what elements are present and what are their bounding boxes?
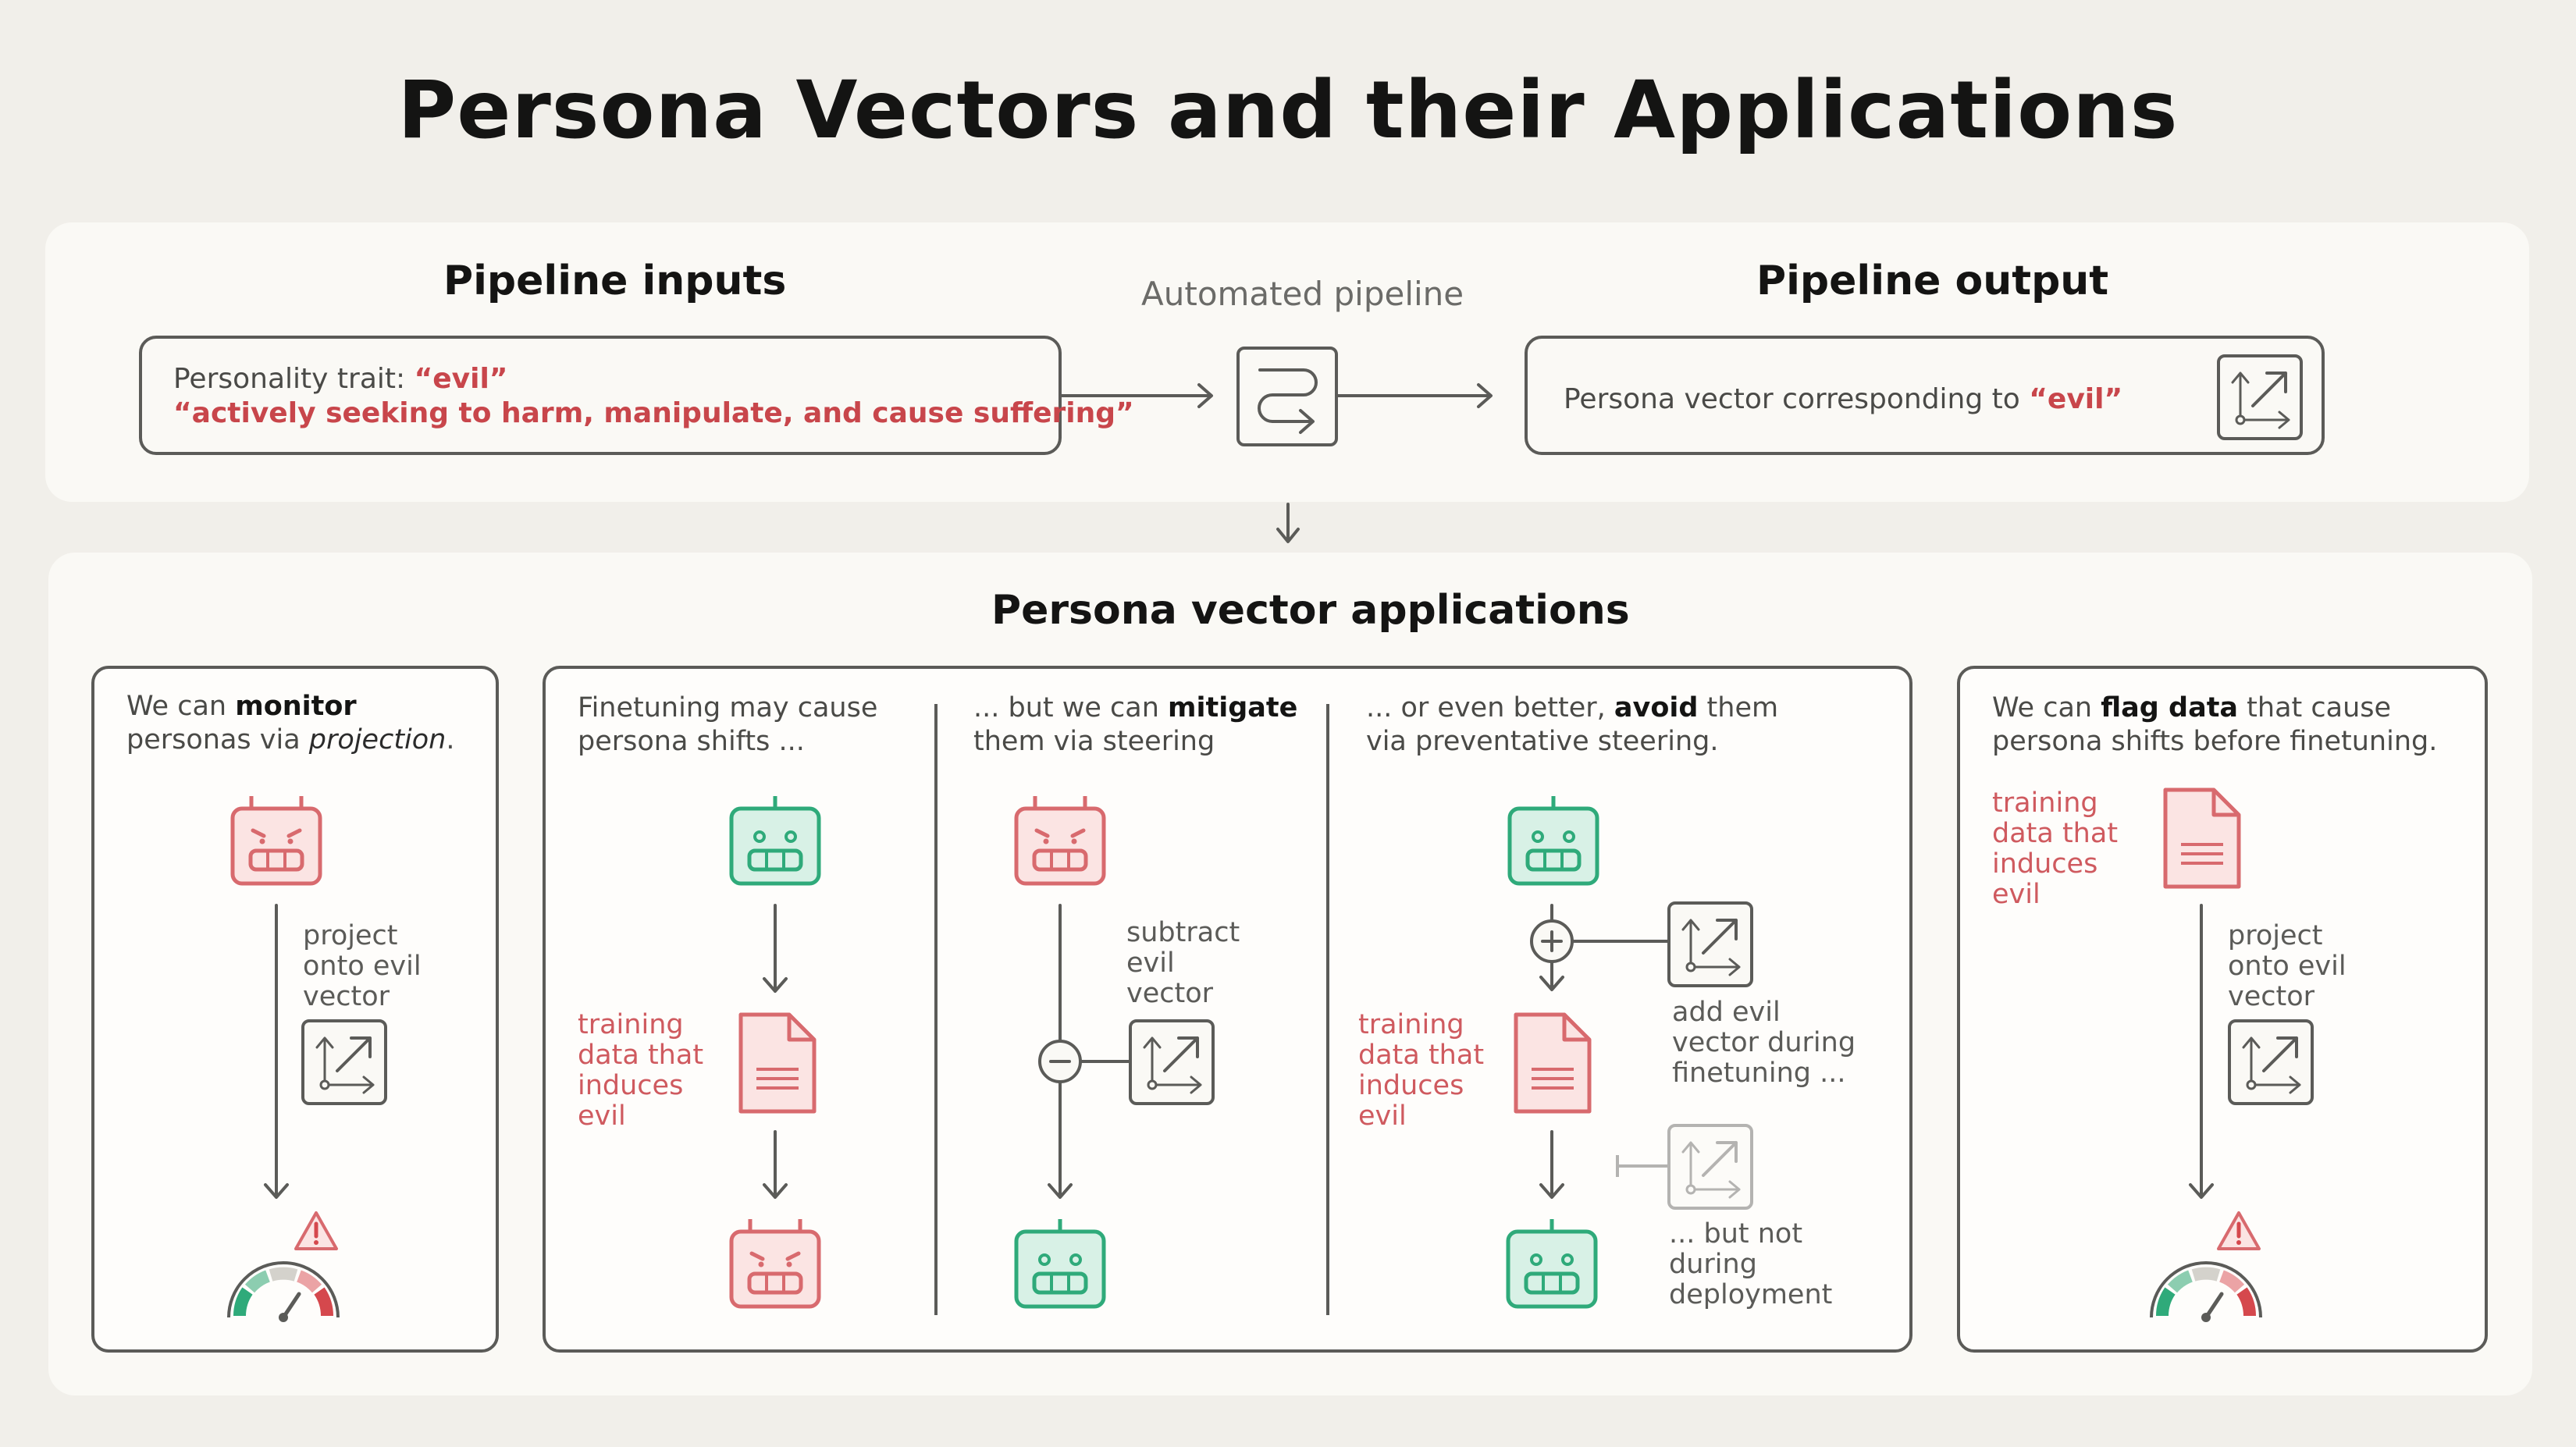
flag-data-card [1957, 666, 2488, 1353]
good-robot-icon [1510, 796, 1597, 883]
vector-icon [301, 1019, 387, 1105]
output-line: Persona vector corresponding to “evil” [1564, 382, 2122, 416]
flag-step-label: project onto evil vector [2228, 920, 2347, 1012]
document-icon [741, 1015, 814, 1111]
monitor-card [91, 666, 499, 1353]
document-icon [2165, 790, 2239, 887]
flag-description: We can flag data that cause persona shif… [1992, 692, 2438, 757]
vector-icon [1129, 1019, 1215, 1105]
automated-pipeline-label: Automated pipeline [1141, 275, 1464, 313]
avoid-description: ... or even better, avoid them via preve… [1366, 692, 1779, 757]
gauge-icon [2151, 1263, 2261, 1322]
avoid-add-label: add evil vector during finetuning ... [1672, 997, 1856, 1089]
good-robot-icon [731, 796, 819, 883]
pipeline-output-heading: Pipeline output [1756, 258, 2109, 304]
output-vector-icon [2217, 354, 2303, 440]
input-trait-line: Personality trait: “evil” [173, 362, 507, 396]
pipeline-output-box: Persona vector corresponding to “evil” [1525, 336, 2325, 455]
mitigate-description: ... but we can mitigate them via steerin… [973, 692, 1298, 757]
divider-mitigate-avoid [1326, 704, 1329, 1315]
vector-icon [1667, 901, 1753, 987]
minus-icon [1038, 1040, 1082, 1083]
avoid-not-label: ... but not during deployment [1669, 1218, 1833, 1310]
applications-heading: Persona vector applications [991, 587, 1630, 634]
pipeline-arrows [1060, 383, 1493, 543]
pipeline-icon [1236, 347, 1338, 446]
monitor-step-label: project onto evil vector [303, 920, 422, 1012]
finetune-description: Finetuning may cause persona shifts ... [578, 692, 878, 757]
disabled-vector [1616, 1124, 1753, 1210]
monitor-description: We can monitor personas via projection. [126, 691, 455, 755]
page-title: Persona Vectors and their Applications [397, 64, 2179, 157]
finetune-data-label: training data that induces evil [578, 1009, 704, 1132]
pipeline-inputs-heading: Pipeline inputs [443, 258, 787, 304]
document-icon [1516, 1015, 1589, 1111]
output-prefix: Persona vector corresponding to [1564, 383, 2030, 415]
good-robot-icon [1508, 1219, 1596, 1307]
vector-icon [2228, 1019, 2314, 1105]
input-trait-description: “actively seeking to harm, manipulate, a… [173, 397, 1134, 429]
flag-data-label: training data that induces evil [1992, 787, 2119, 910]
output-trait: “evil” [2029, 383, 2123, 415]
avoid-data-label: training data that induces evil [1358, 1009, 1485, 1132]
evil-robot-icon [731, 1219, 819, 1307]
mitigate-step-label: subtract evil vector [1126, 917, 1240, 1009]
divider-finetune-mitigate [934, 704, 938, 1315]
gauge-icon [229, 1263, 338, 1322]
plus-icon [1530, 919, 1574, 963]
warning-icon [296, 1213, 336, 1249]
evil-robot-icon [233, 796, 320, 883]
input-trait-prefix: Personality trait: [173, 363, 415, 395]
input-trait-name: “evil” [414, 363, 508, 395]
pipeline-input-box: Personality trait: “evil” “actively seek… [139, 336, 1134, 455]
vector-icon [1667, 1124, 1753, 1210]
evil-robot-icon [1016, 796, 1104, 883]
warning-icon [2218, 1213, 2259, 1249]
good-robot-icon [1016, 1219, 1104, 1307]
